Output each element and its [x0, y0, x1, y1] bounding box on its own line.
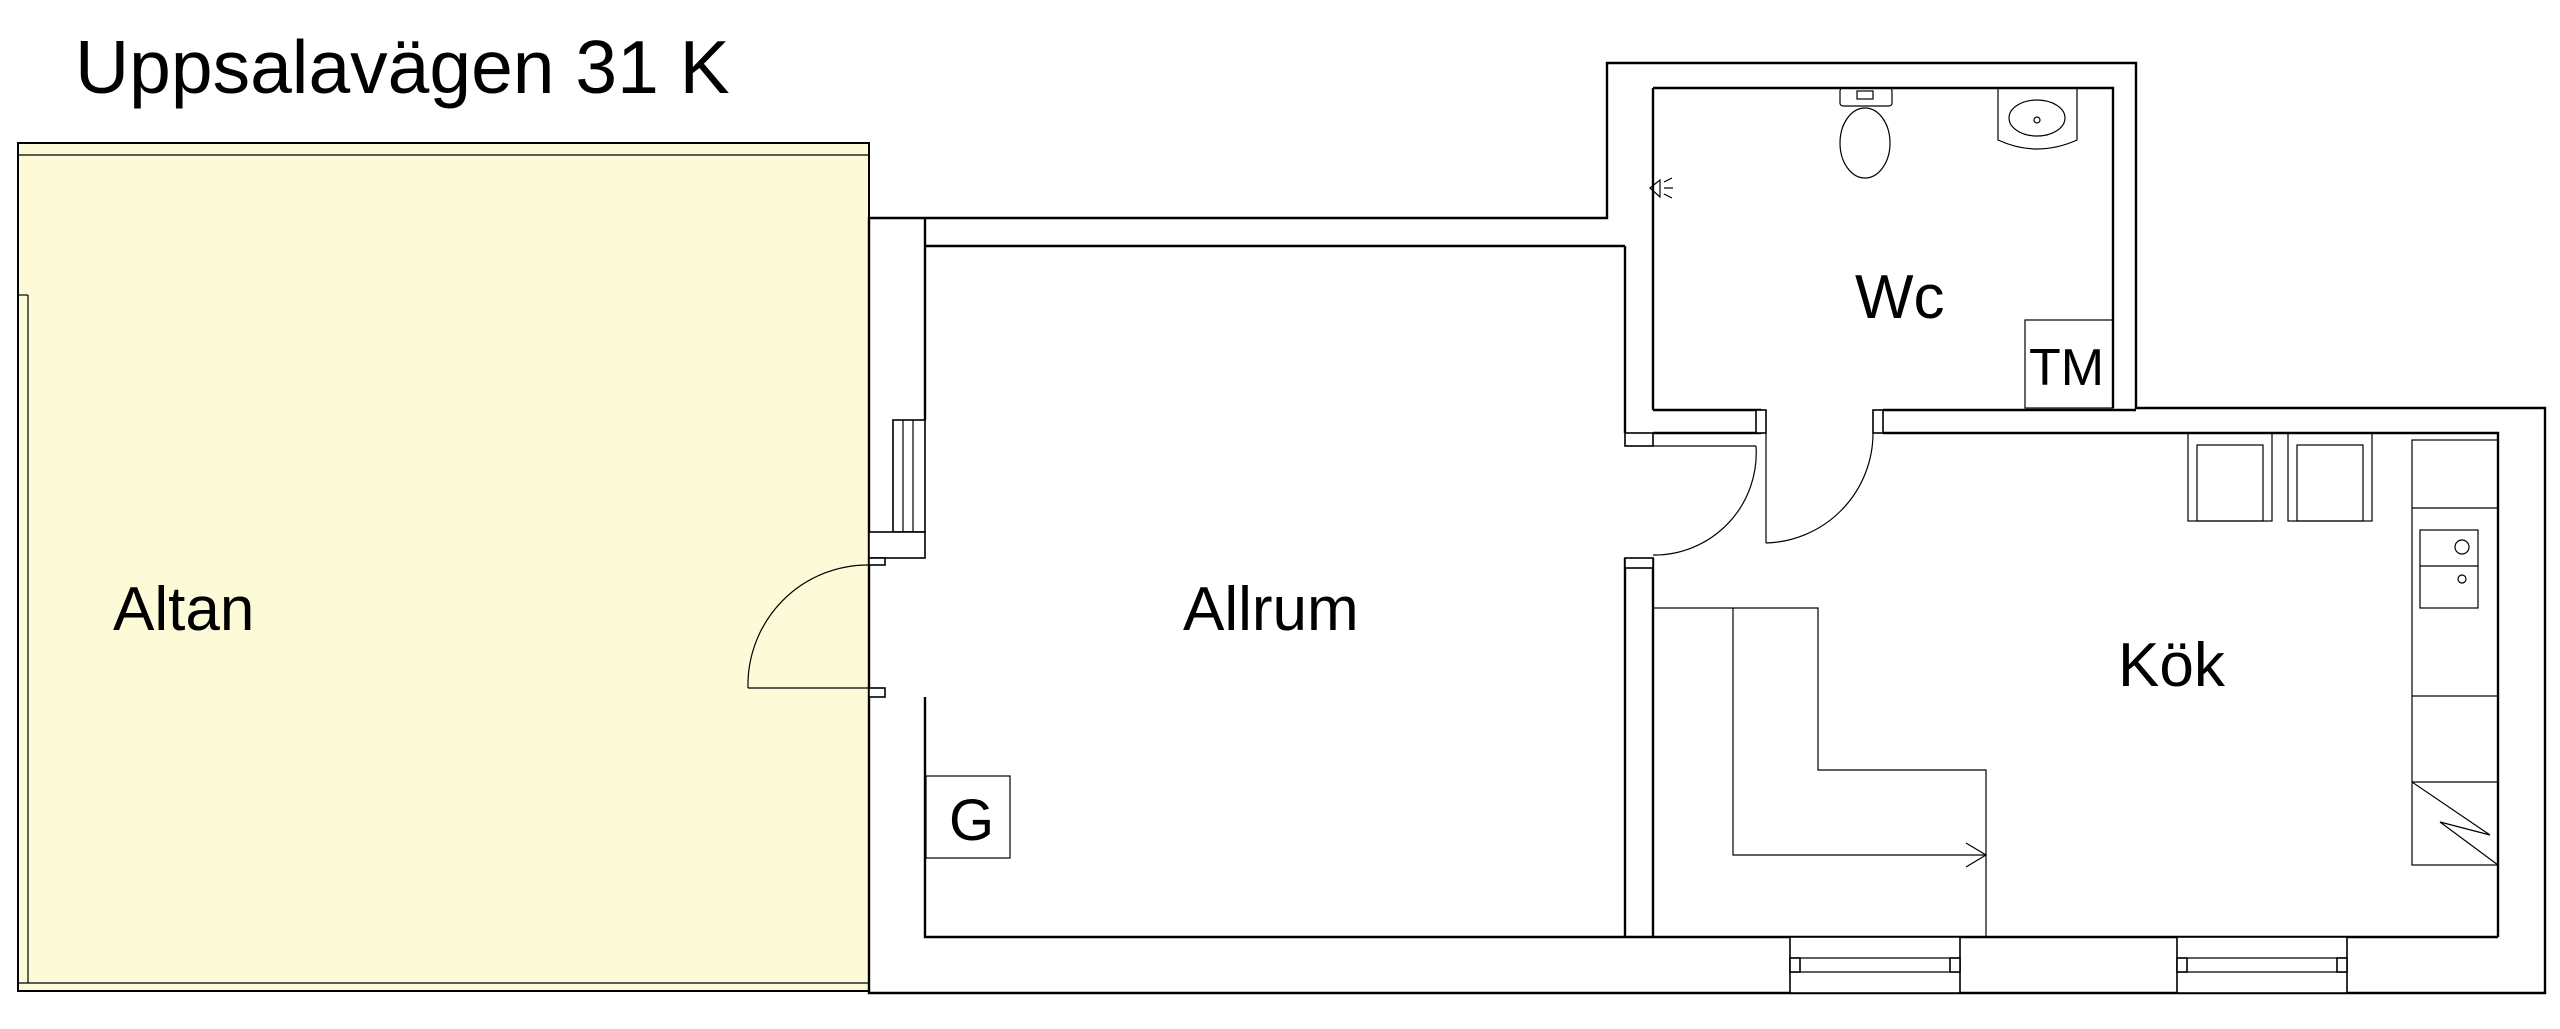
door-allrum-kok — [1652, 445, 1757, 556]
room-label-wc: Wc — [1855, 263, 1945, 332]
door-wc — [1765, 432, 1874, 544]
sink-icon — [1997, 88, 2078, 150]
kitchen-cabinet-1 — [2187, 432, 2273, 522]
terrace-altan: Altan — [17, 142, 870, 992]
room-label-altan: Altan — [113, 575, 254, 644]
door-terrace — [747, 564, 870, 689]
terrace-area — [17, 142, 870, 992]
room-label-kok: Kök — [2118, 631, 2226, 700]
smoke-detector-icon — [1649, 177, 1673, 199]
window-left-wall — [892, 419, 926, 533]
g-marker: G — [925, 775, 1011, 859]
kitchen-cabinet-2 — [2287, 432, 2373, 522]
window-bottom-2 — [2176, 936, 2348, 994]
kitchen-island — [1653, 607, 1988, 937]
room-label-allrum: Allrum — [1183, 575, 1359, 644]
washing-machine-marker: TM — [2024, 319, 2114, 409]
toilet-icon — [1839, 87, 1893, 179]
window-bottom-1 — [1789, 936, 1961, 994]
fridge-icon — [2411, 781, 2499, 866]
stove-icon — [2419, 529, 2479, 609]
building-walls — [867, 61, 2547, 995]
g-label: G — [949, 788, 994, 853]
tm-label: TM — [2029, 339, 2104, 397]
plan-title: Uppsalavägen 31 K — [75, 25, 730, 109]
kitchen-counter — [2411, 439, 2499, 866]
